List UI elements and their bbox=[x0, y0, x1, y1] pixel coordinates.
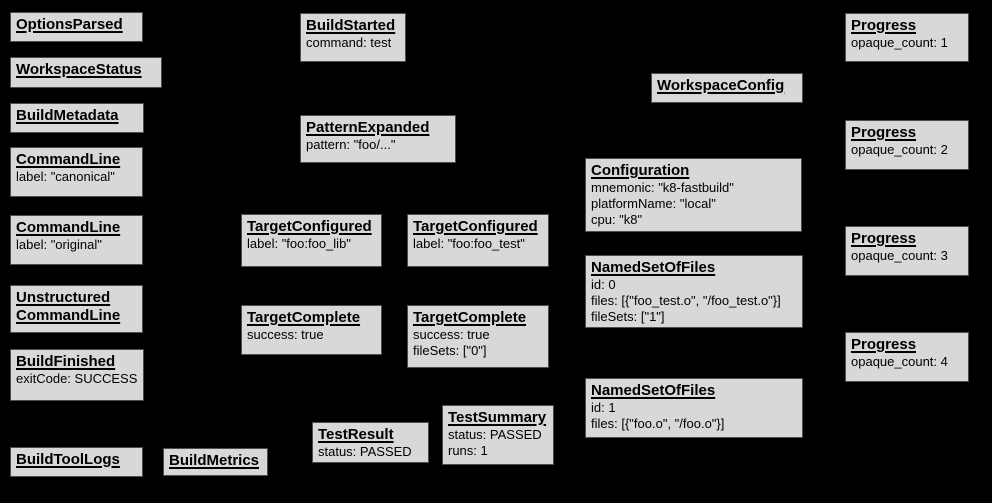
node-field: id: 0 bbox=[591, 277, 616, 292]
node-title: BuildStarted bbox=[306, 17, 396, 34]
node-field: status: PASSED bbox=[448, 427, 542, 442]
node-field: success: true bbox=[247, 327, 324, 342]
node-field: fileSets: ["1"] bbox=[591, 309, 665, 324]
node-field: label: "original" bbox=[16, 237, 102, 252]
node-build-metrics: BuildMetrics bbox=[163, 448, 268, 476]
node-target-complete-foo-test: TargetComplete success: true fileSets: [… bbox=[407, 305, 549, 368]
node-progress-1: Progress opaque_count: 1 bbox=[845, 13, 969, 62]
node-title: Progress bbox=[851, 336, 917, 353]
node-progress-2: Progress opaque_count: 2 bbox=[845, 120, 969, 170]
node-field: exitCode: SUCCESS bbox=[16, 371, 138, 386]
node-progress-4: Progress opaque_count: 4 bbox=[845, 332, 969, 382]
node-title: BuildToolLogs bbox=[16, 451, 120, 468]
node-named-set-of-files-1: NamedSetOfFiles id: 1 files: [{"foo.o", … bbox=[585, 378, 803, 438]
node-field: cpu: "k8" bbox=[591, 212, 643, 227]
node-configuration: Configuration mnemonic: "k8-fastbuild" p… bbox=[585, 158, 802, 232]
node-title: BuildMetrics bbox=[169, 452, 260, 469]
node-title: TargetConfigured bbox=[247, 218, 372, 235]
node-field: id: 1 bbox=[591, 400, 616, 415]
node-unstructured-command-line: Unstructured CommandLine bbox=[10, 285, 143, 333]
node-test-summary: TestSummary status: PASSED runs: 1 bbox=[442, 405, 554, 465]
node-field: runs: 1 bbox=[448, 443, 488, 458]
node-command-line-original: CommandLine label: "original" bbox=[10, 215, 143, 265]
node-field: opaque_count: 2 bbox=[851, 142, 948, 157]
node-field: files: [{"foo.o", "/foo.o"}] bbox=[591, 416, 725, 431]
node-target-configured-foo-test: TargetConfigured label: "foo:foo_test" bbox=[407, 214, 549, 267]
node-build-finished: BuildFinished exitCode: SUCCESS bbox=[10, 349, 144, 401]
node-title: CommandLine bbox=[16, 219, 121, 236]
node-field: label: "foo:foo_test" bbox=[413, 236, 525, 251]
node-field: success: true bbox=[413, 327, 490, 342]
node-title: TestSummary bbox=[448, 409, 547, 426]
node-command-line-canonical: CommandLine label: "canonical" bbox=[10, 147, 143, 197]
node-target-complete-foo-lib: TargetComplete success: true bbox=[241, 305, 382, 355]
node-title: Progress bbox=[851, 124, 917, 141]
node-title: WorkspaceStatus bbox=[16, 61, 142, 78]
node-pattern-expanded: PatternExpanded pattern: "foo/..." bbox=[300, 115, 456, 163]
node-title: Unstructured bbox=[16, 289, 111, 306]
node-workspace-status: WorkspaceStatus bbox=[10, 57, 162, 88]
node-title: BuildMetadata bbox=[16, 107, 119, 124]
node-field: opaque_count: 3 bbox=[851, 248, 948, 263]
node-field: label: "foo:foo_lib" bbox=[247, 236, 351, 251]
node-progress-3: Progress opaque_count: 3 bbox=[845, 226, 969, 276]
node-title: TargetConfigured bbox=[413, 218, 538, 235]
node-field: pattern: "foo/..." bbox=[306, 137, 396, 152]
node-title: PatternExpanded bbox=[306, 119, 430, 136]
node-field: platformName: "local" bbox=[591, 196, 716, 211]
node-title: CommandLine bbox=[16, 151, 121, 168]
node-build-started: BuildStarted command: test bbox=[300, 13, 406, 62]
node-title: Progress bbox=[851, 230, 917, 247]
node-title: TargetComplete bbox=[413, 309, 527, 326]
node-field: mnemonic: "k8-fastbuild" bbox=[591, 180, 734, 195]
node-target-configured-foo-lib: TargetConfigured label: "foo:foo_lib" bbox=[241, 214, 382, 267]
node-build-metadata: BuildMetadata bbox=[10, 103, 144, 133]
node-title: NamedSetOfFiles bbox=[591, 382, 716, 399]
node-title: TargetComplete bbox=[247, 309, 361, 326]
node-title: Configuration bbox=[591, 162, 690, 179]
node-field: command: test bbox=[306, 35, 392, 50]
node-field: opaque_count: 1 bbox=[851, 35, 948, 50]
node-field: status: PASSED bbox=[318, 444, 412, 459]
node-title: TestResult bbox=[318, 426, 394, 443]
node-field: files: [{"foo_test.o", "/foo_test.o"}] bbox=[591, 293, 781, 308]
node-title: OptionsParsed bbox=[16, 16, 123, 33]
node-test-result: TestResult status: PASSED bbox=[312, 422, 429, 463]
node-workspace-config: WorkspaceConfig bbox=[651, 73, 803, 103]
node-title: BuildFinished bbox=[16, 353, 116, 370]
node-title: Progress bbox=[851, 17, 917, 34]
node-title: NamedSetOfFiles bbox=[591, 259, 716, 276]
node-field: label: "canonical" bbox=[16, 169, 115, 184]
node-title: WorkspaceConfig bbox=[657, 77, 785, 94]
node-title: CommandLine bbox=[16, 307, 121, 324]
node-build-tool-logs: BuildToolLogs bbox=[10, 447, 143, 477]
node-named-set-of-files-0: NamedSetOfFiles id: 0 files: [{"foo_test… bbox=[585, 255, 803, 328]
node-field: fileSets: ["0"] bbox=[413, 343, 487, 358]
node-options-parsed: OptionsParsed bbox=[10, 12, 143, 42]
node-field: opaque_count: 4 bbox=[851, 354, 948, 369]
